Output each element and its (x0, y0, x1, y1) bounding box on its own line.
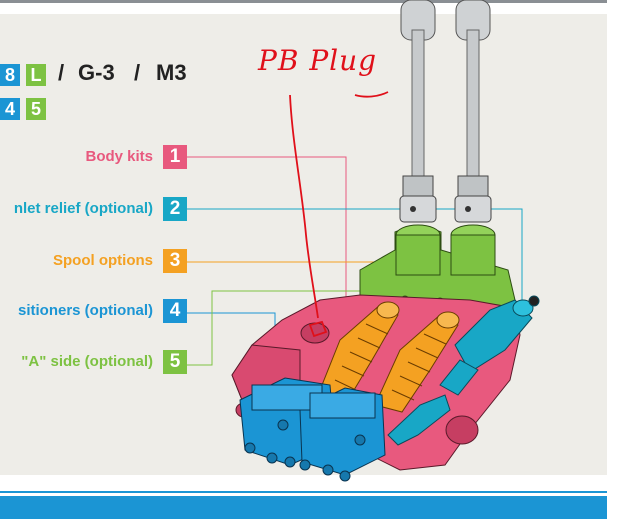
callout-number-5: 5 (163, 350, 187, 374)
callout-label-body-kits: Body kits (85, 148, 153, 165)
positioners (239, 377, 386, 482)
code-chip-8: 8 (0, 64, 20, 86)
callout-number-4: 4 (163, 299, 187, 323)
callout-number-2: 2 (163, 197, 187, 221)
leader-line-1 (187, 156, 347, 305)
plug-marker (308, 320, 328, 338)
annotation-marks (289, 91, 389, 338)
code-chip-5: 5 (26, 98, 46, 120)
control-rods (399, 0, 492, 223)
code-chip-4: 4 (0, 98, 20, 120)
top-rule (0, 0, 607, 3)
callout-label-inlet-relief: nlet relief (optional) (13, 200, 153, 217)
callout-label-spool-options: Spool options (53, 252, 153, 269)
title-separator-1: / (58, 60, 65, 85)
title-separator-2: / (134, 60, 141, 85)
callout-label-a-side: "A" side (optional) (21, 353, 153, 370)
inlet-relief (387, 295, 540, 446)
leader-line-2 (187, 208, 523, 300)
title-model: G-3 (78, 60, 115, 85)
callout-number-3: 3 (163, 249, 187, 273)
annotation-arrow (289, 94, 319, 319)
callout-label-positioners: sitioners (optional) (18, 302, 153, 319)
footer-rule (0, 491, 607, 493)
annotation-pb-plug: PB Plug (258, 44, 378, 77)
code-chip-l: L (26, 64, 46, 86)
annotation-underline (354, 91, 389, 98)
callout-number-1: 1 (163, 145, 187, 169)
title-variant: M3 (156, 60, 187, 85)
footer-bar (0, 496, 607, 519)
